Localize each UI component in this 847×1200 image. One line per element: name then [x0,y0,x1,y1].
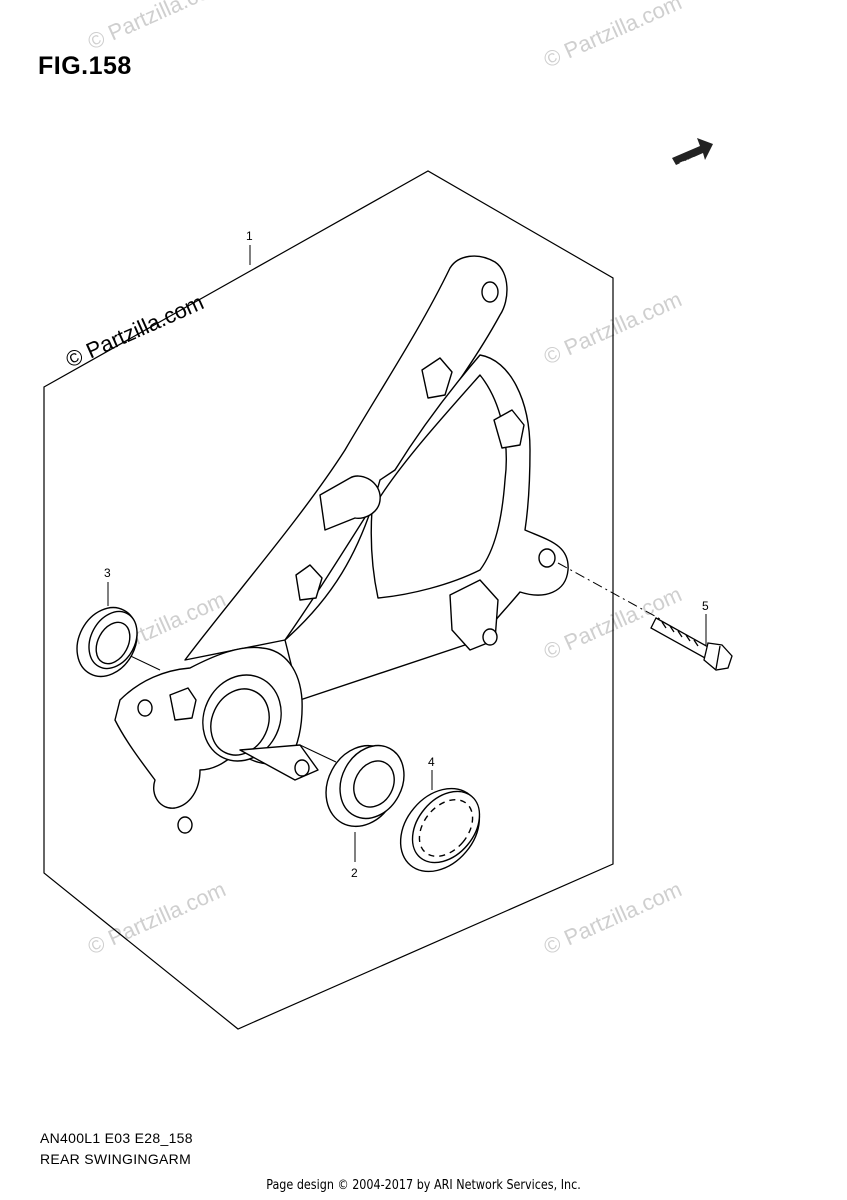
callout-number: 1 [246,229,253,243]
watermark: © Partzilla.com [84,0,230,55]
oil-seal-part-3 [76,606,138,678]
rear-swingarm-part-1 [114,255,569,834]
page-footer: Page design © 2004-2017 by ARI Network S… [266,1178,581,1193]
watermark: © Partzilla.com [84,876,230,959]
callout-numbers: 1 2 3 4 5 [104,229,709,880]
figure-name: REAR SWINGINGARM [40,1151,192,1167]
bolt-part-5 [650,617,733,671]
callout-number: 3 [104,566,111,580]
figure-title: FIG.158 [38,52,132,80]
watermark: © Partzilla.com [540,876,686,959]
callout-number: 5 [702,599,709,613]
watermark: © Partzilla.com [540,0,686,73]
seal-part-4 [399,787,481,873]
watermark-prominent: © Partzilla.com [62,289,208,372]
forward-direction-icon: FWD [672,138,713,170]
callout-number: 4 [428,755,435,769]
assembly-outline [43,170,614,1030]
bearing-part-2 [325,744,405,828]
callout-number: 2 [351,866,358,880]
callout-leaders [107,245,707,862]
figure-code: AN400L1 E03 E28_158 [40,1130,193,1146]
